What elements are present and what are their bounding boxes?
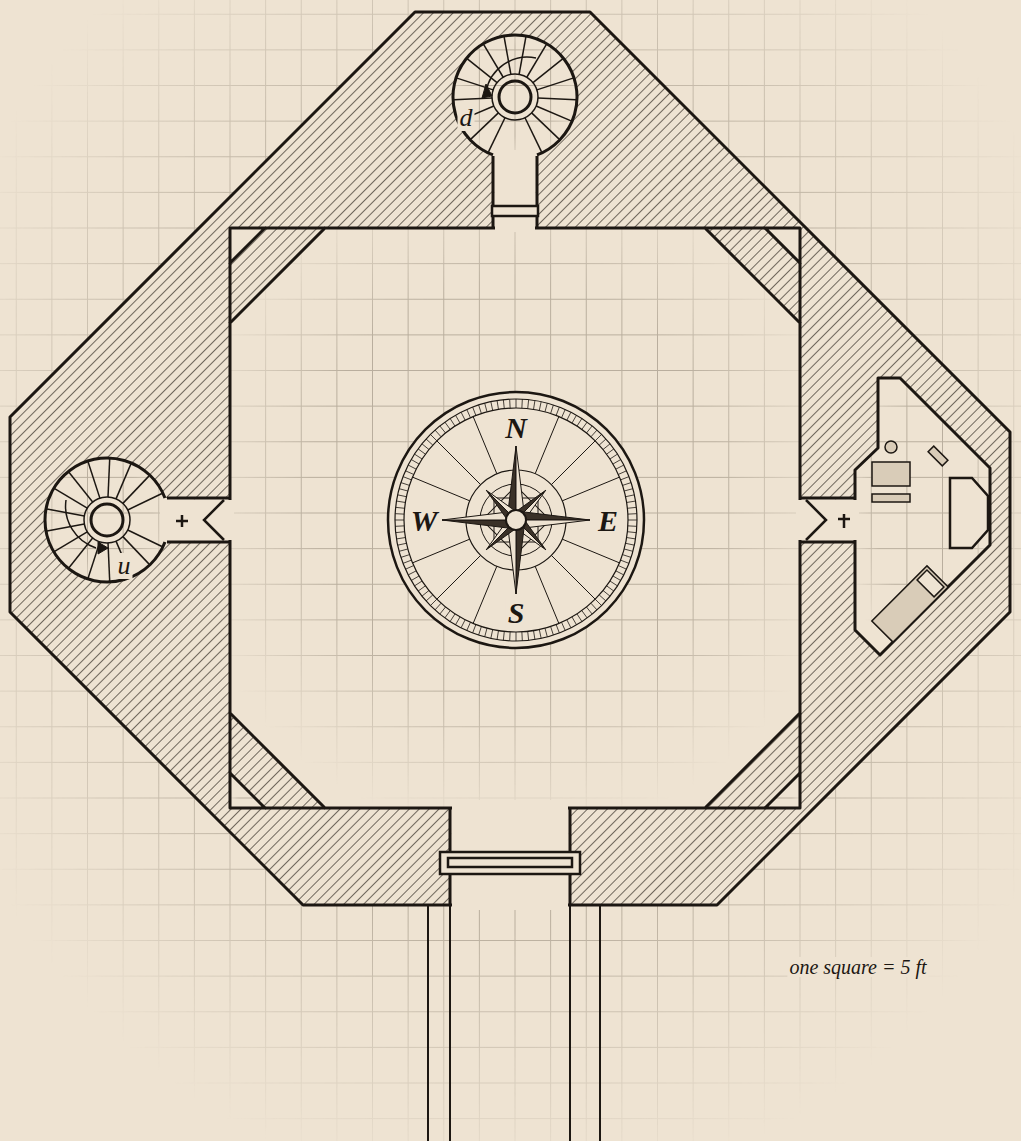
- room-floor: [765, 773, 800, 808]
- compass-letter: E: [596, 506, 620, 536]
- wall-outline: [10, 12, 1010, 905]
- portcullis: [440, 852, 580, 874]
- compass-letter: S: [506, 598, 527, 628]
- spiral-stair: [47, 459, 162, 581]
- room-floor: [45, 458, 169, 582]
- furniture: [872, 441, 988, 642]
- door: [492, 206, 538, 216]
- opening: [160, 150, 859, 910]
- room-floor: [765, 228, 800, 263]
- stair-label: d: [458, 105, 475, 131]
- scale-note: one square = 5 ft: [787, 957, 928, 977]
- compass-rose: [388, 392, 644, 648]
- spiral-stair: [454, 37, 576, 152]
- room-floor: [855, 378, 990, 655]
- compass-letter: N: [503, 413, 529, 443]
- stair-label: u: [116, 553, 133, 579]
- door-walls: [167, 156, 855, 905]
- room-floor: [230, 773, 265, 808]
- compass-letter: W: [409, 506, 440, 536]
- room-floor: [230, 228, 265, 263]
- approach-road: [428, 905, 600, 1141]
- wall-mass: [10, 12, 1010, 905]
